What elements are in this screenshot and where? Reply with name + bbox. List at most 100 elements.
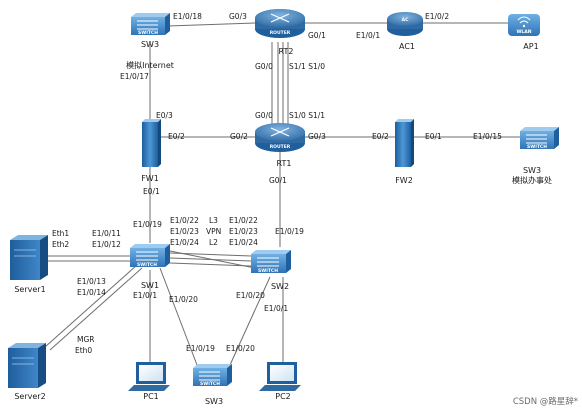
- port-label: E1/0/19: [275, 227, 304, 236]
- port-label: E0/1: [143, 187, 160, 196]
- device-label: FW2: [395, 176, 413, 185]
- port-label: G0/0: [255, 111, 273, 120]
- port-label: E1/0/22: [170, 216, 199, 225]
- device-sw3-bottom[interactable]: SWITCH SW3: [193, 364, 232, 406]
- device-firewall-fw2[interactable]: FW2: [395, 119, 414, 185]
- switch-arrows-icon: [136, 251, 158, 261]
- port-label: E1/0/20: [236, 291, 265, 300]
- device-label: Server2: [14, 392, 45, 401]
- switch-arrows-icon: [257, 257, 279, 267]
- watermark-text: CSDN @路星辞*: [513, 396, 578, 407]
- device-label: PC1: [143, 392, 159, 401]
- port-label: G0/3: [229, 12, 247, 21]
- link-tag: L2: [209, 238, 218, 247]
- device-label: Server1: [14, 285, 45, 294]
- icon-text: SWITCH: [527, 144, 547, 150]
- device-sublabel: 模拟办事处: [512, 175, 552, 185]
- link-r2-r1-quad: [271, 42, 289, 124]
- device-label: AP1: [523, 42, 538, 51]
- port-label: MGR: [77, 335, 95, 344]
- icon-text: ROUTER: [270, 30, 291, 36]
- device-firewall-fw1[interactable]: FW1: [141, 119, 161, 183]
- port-label: E1/0/11: [92, 229, 121, 238]
- device-label: SW3: [205, 397, 223, 406]
- port-label: E1/0/1: [133, 291, 157, 300]
- port-label: G0/1: [269, 176, 287, 185]
- device-pc1[interactable]: PC1: [128, 362, 170, 401]
- port-label: E1/0/24: [229, 238, 258, 247]
- port-label: E1/0/24: [170, 238, 199, 247]
- port-label: Eth1: [52, 229, 69, 238]
- device-router-rt1[interactable]: ROUTER RT1: [255, 123, 305, 168]
- device-label: AC1: [399, 42, 415, 51]
- port-label: E1/0/18: [173, 12, 202, 21]
- switch-arrows-icon: [199, 371, 220, 381]
- port-label: Eth0: [75, 346, 92, 355]
- router-arrows-icon: [270, 127, 290, 137]
- device-switch-sw2[interactable]: SWITCH SW2: [251, 250, 291, 291]
- port-label: E1/0/19: [133, 220, 162, 229]
- port-label: E0/1: [425, 132, 442, 141]
- device-server2[interactable]: Server2: [8, 343, 46, 401]
- link-sw2-sw3bottom: [229, 276, 271, 366]
- switch-arrows-icon: [526, 134, 547, 144]
- port-label: E1/0/23: [170, 227, 199, 236]
- links: [44, 22, 520, 366]
- icon-text: AC: [402, 17, 409, 23]
- port-label: E0/3: [156, 111, 173, 120]
- port-label: S1/0 S1/1: [289, 111, 325, 120]
- port-labels: E1/0/18 G0/3 G0/1 E1/0/1 E1/0/2 E1/0/17 …: [52, 12, 502, 355]
- device-label: SW1: [141, 281, 159, 290]
- device-sw3-office[interactable]: SWITCH SW3 模拟办事处: [512, 127, 559, 185]
- router-arrows-icon: [270, 13, 290, 23]
- port-label: E1/0/2: [425, 12, 449, 21]
- device-pc2[interactable]: PC2: [259, 362, 301, 401]
- port-label: E1/0/1: [356, 31, 380, 40]
- port-label: E1/0/22: [229, 216, 258, 225]
- port-label: E1/0/12: [92, 240, 121, 249]
- port-label: E1/0/19: [186, 344, 215, 353]
- icon-text: WLAN: [516, 29, 531, 35]
- icon-text: SWITCH: [138, 30, 158, 36]
- link-tag: VPN: [206, 227, 221, 236]
- port-label: E1/0/23: [229, 227, 258, 236]
- link-sw1-sw2-cross: [164, 249, 256, 269]
- device-label: SW3: [141, 40, 159, 49]
- icon-text: SWITCH: [137, 262, 157, 268]
- device-label: SW3: [523, 166, 541, 175]
- port-label: E1/0/20: [169, 295, 198, 304]
- port-label: S1/1 S1/0: [289, 62, 325, 71]
- link-server1-sw1: [48, 255, 130, 262]
- port-label: E1/0/15: [473, 132, 502, 141]
- device-label: SW2: [271, 282, 289, 291]
- device-sublabel: 模拟Internet: [126, 60, 174, 70]
- device-router-rt2[interactable]: ROUTER RT2: [255, 9, 305, 56]
- icon-text: SWITCH: [200, 381, 220, 387]
- port-label: G0/0: [255, 62, 273, 71]
- device-label: RT2: [279, 47, 294, 56]
- port-label: E0/2: [168, 132, 185, 141]
- port-label: E0/2: [372, 132, 389, 141]
- device-server1[interactable]: Server1: [10, 235, 48, 294]
- device-label: PC2: [275, 392, 291, 401]
- port-label: Eth2: [52, 240, 69, 249]
- port-label: G0/1: [308, 31, 326, 40]
- port-label: E1/0/1: [264, 304, 288, 313]
- switch-arrows-icon: [137, 20, 158, 30]
- device-ap1[interactable]: WLAN AP1: [508, 14, 540, 51]
- device-label: FW1: [141, 174, 159, 183]
- port-label: E1/0/17: [120, 72, 149, 81]
- port-label: G0/2: [230, 132, 248, 141]
- device-switch-sw1[interactable]: SWITCH SW1: [130, 244, 170, 290]
- port-label: E1/0/14: [77, 288, 106, 297]
- link-tag: L3: [209, 216, 218, 225]
- link-sw1-sw3bottom: [159, 267, 198, 366]
- device-sw3-internet[interactable]: SWITCH SW3 模拟Internet: [126, 13, 174, 70]
- port-label: E1/0/13: [77, 277, 106, 286]
- device-ac1[interactable]: AC AC1: [387, 12, 423, 51]
- device-label: RT1: [277, 159, 292, 168]
- icon-text: SWITCH: [258, 268, 278, 274]
- link-sw3top-r2: [167, 22, 256, 27]
- wifi-icon: [517, 16, 531, 24]
